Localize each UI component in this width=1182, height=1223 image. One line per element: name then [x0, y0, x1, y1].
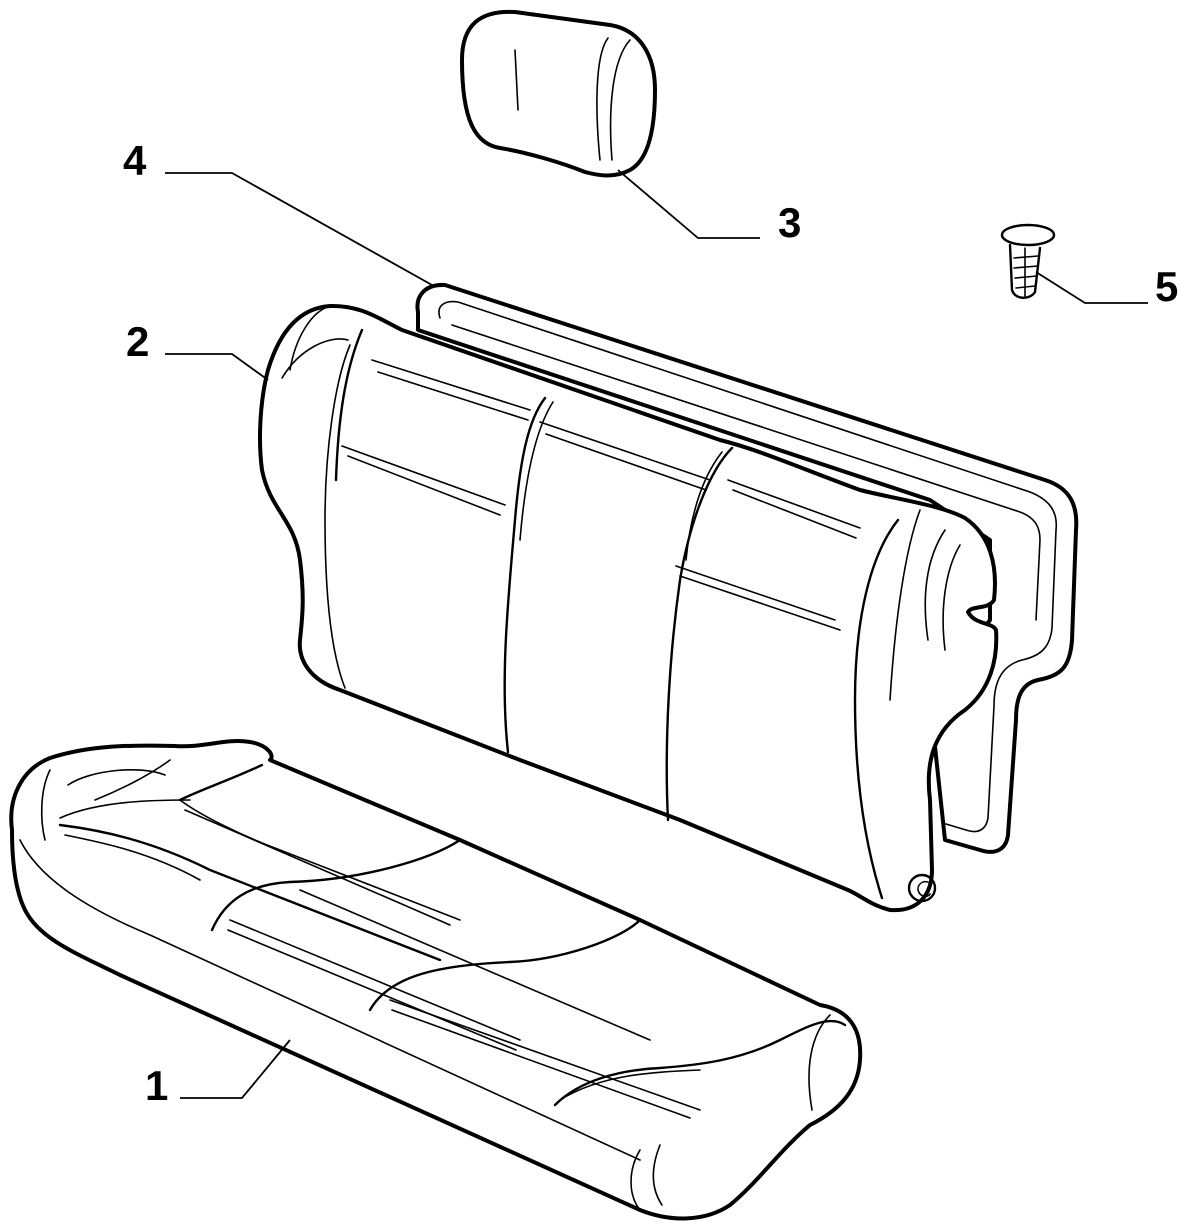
callout-2: 2: [126, 318, 149, 365]
leader-line-3: [617, 169, 760, 239]
leader-lines: [165, 169, 1148, 1099]
leader-line-2: [165, 353, 269, 381]
callout-1: 1: [145, 1062, 168, 1109]
callout-5: 5: [1155, 263, 1178, 310]
leader-line-5: [1035, 271, 1148, 304]
leader-line-4: [165, 172, 433, 286]
backrest-cushion-part-2[interactable]: [258, 303, 999, 913]
callout-4: 4: [123, 137, 147, 184]
backrest-frame-part-4[interactable]: [415, 282, 1079, 854]
push-pin-clip-part-5[interactable]: [1000, 223, 1056, 299]
callout-3: 3: [778, 199, 801, 246]
leader-line-1: [180, 1039, 291, 1099]
callout-labels: 1 2 3 4 5: [123, 137, 1178, 1109]
headrest-part-3[interactable]: [460, 9, 657, 178]
seat-cushion-part-1[interactable]: [9, 739, 863, 1221]
